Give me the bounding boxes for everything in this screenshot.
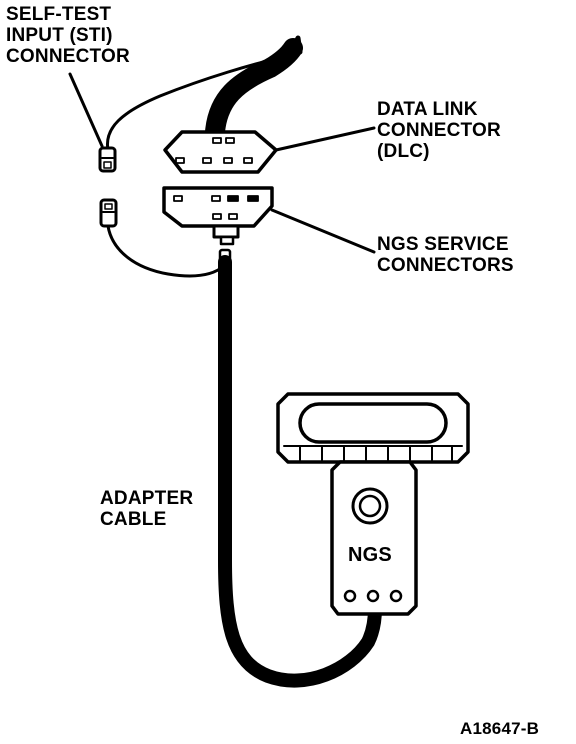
- adapter-label-line-2: CABLE: [100, 509, 167, 530]
- adapter-cable: [218, 255, 382, 688]
- ngs-service-label: NGS SERVICE CONNECTORS: [377, 234, 514, 276]
- dlc-leader-line: [274, 126, 376, 152]
- sti-leader-line: [68, 72, 104, 148]
- data-link-connector: [163, 130, 278, 174]
- sti-connector-label: SELF-TEST INPUT (STI) CONNECTOR: [6, 4, 130, 67]
- sti-label-line-1: SELF-TEST: [6, 4, 112, 25]
- vehicle-harness: [205, 35, 303, 142]
- figure-id-text: A18647-B: [460, 719, 540, 738]
- ngs-knob: [351, 487, 389, 525]
- ngs-port-3: [389, 589, 403, 603]
- ngs-tester: [276, 392, 470, 616]
- adapter-cable-label: ADAPTER CABLE: [100, 488, 193, 530]
- sti-connector-lower: [99, 198, 118, 228]
- ngs-display-window: [298, 402, 448, 444]
- dlc-label: DATA LINK CONNECTOR (DLC): [377, 99, 501, 162]
- ngs-port-2: [366, 589, 380, 603]
- dlc-label-line-2: CONNECTOR: [377, 120, 501, 141]
- ngs-service-label-line-2: CONNECTORS: [377, 255, 514, 276]
- ngs-unit-text: NGS: [348, 544, 392, 566]
- ngs-unit-label: NGS: [348, 545, 392, 566]
- sti-connector-upper: [98, 146, 117, 173]
- adapter-label-line-1: ADAPTER: [100, 488, 194, 509]
- dlc-label-line-1: DATA LINK: [377, 99, 478, 120]
- ngs-port-1: [343, 589, 357, 603]
- ngs-service-leader-line: [270, 208, 376, 254]
- sti-pigtail-wire: [105, 54, 290, 152]
- dlc-label-line-3: (DLC): [377, 141, 430, 162]
- sti-adapter-lead: [106, 224, 226, 278]
- ngs-service-label-line-1: NGS SERVICE: [377, 234, 509, 255]
- sti-label-line-2: INPUT (STI): [6, 25, 113, 46]
- figure-id: A18647-B: [460, 718, 539, 739]
- ngs-service-connector: [162, 186, 274, 264]
- sti-label-line-3: CONNECTOR: [6, 46, 130, 67]
